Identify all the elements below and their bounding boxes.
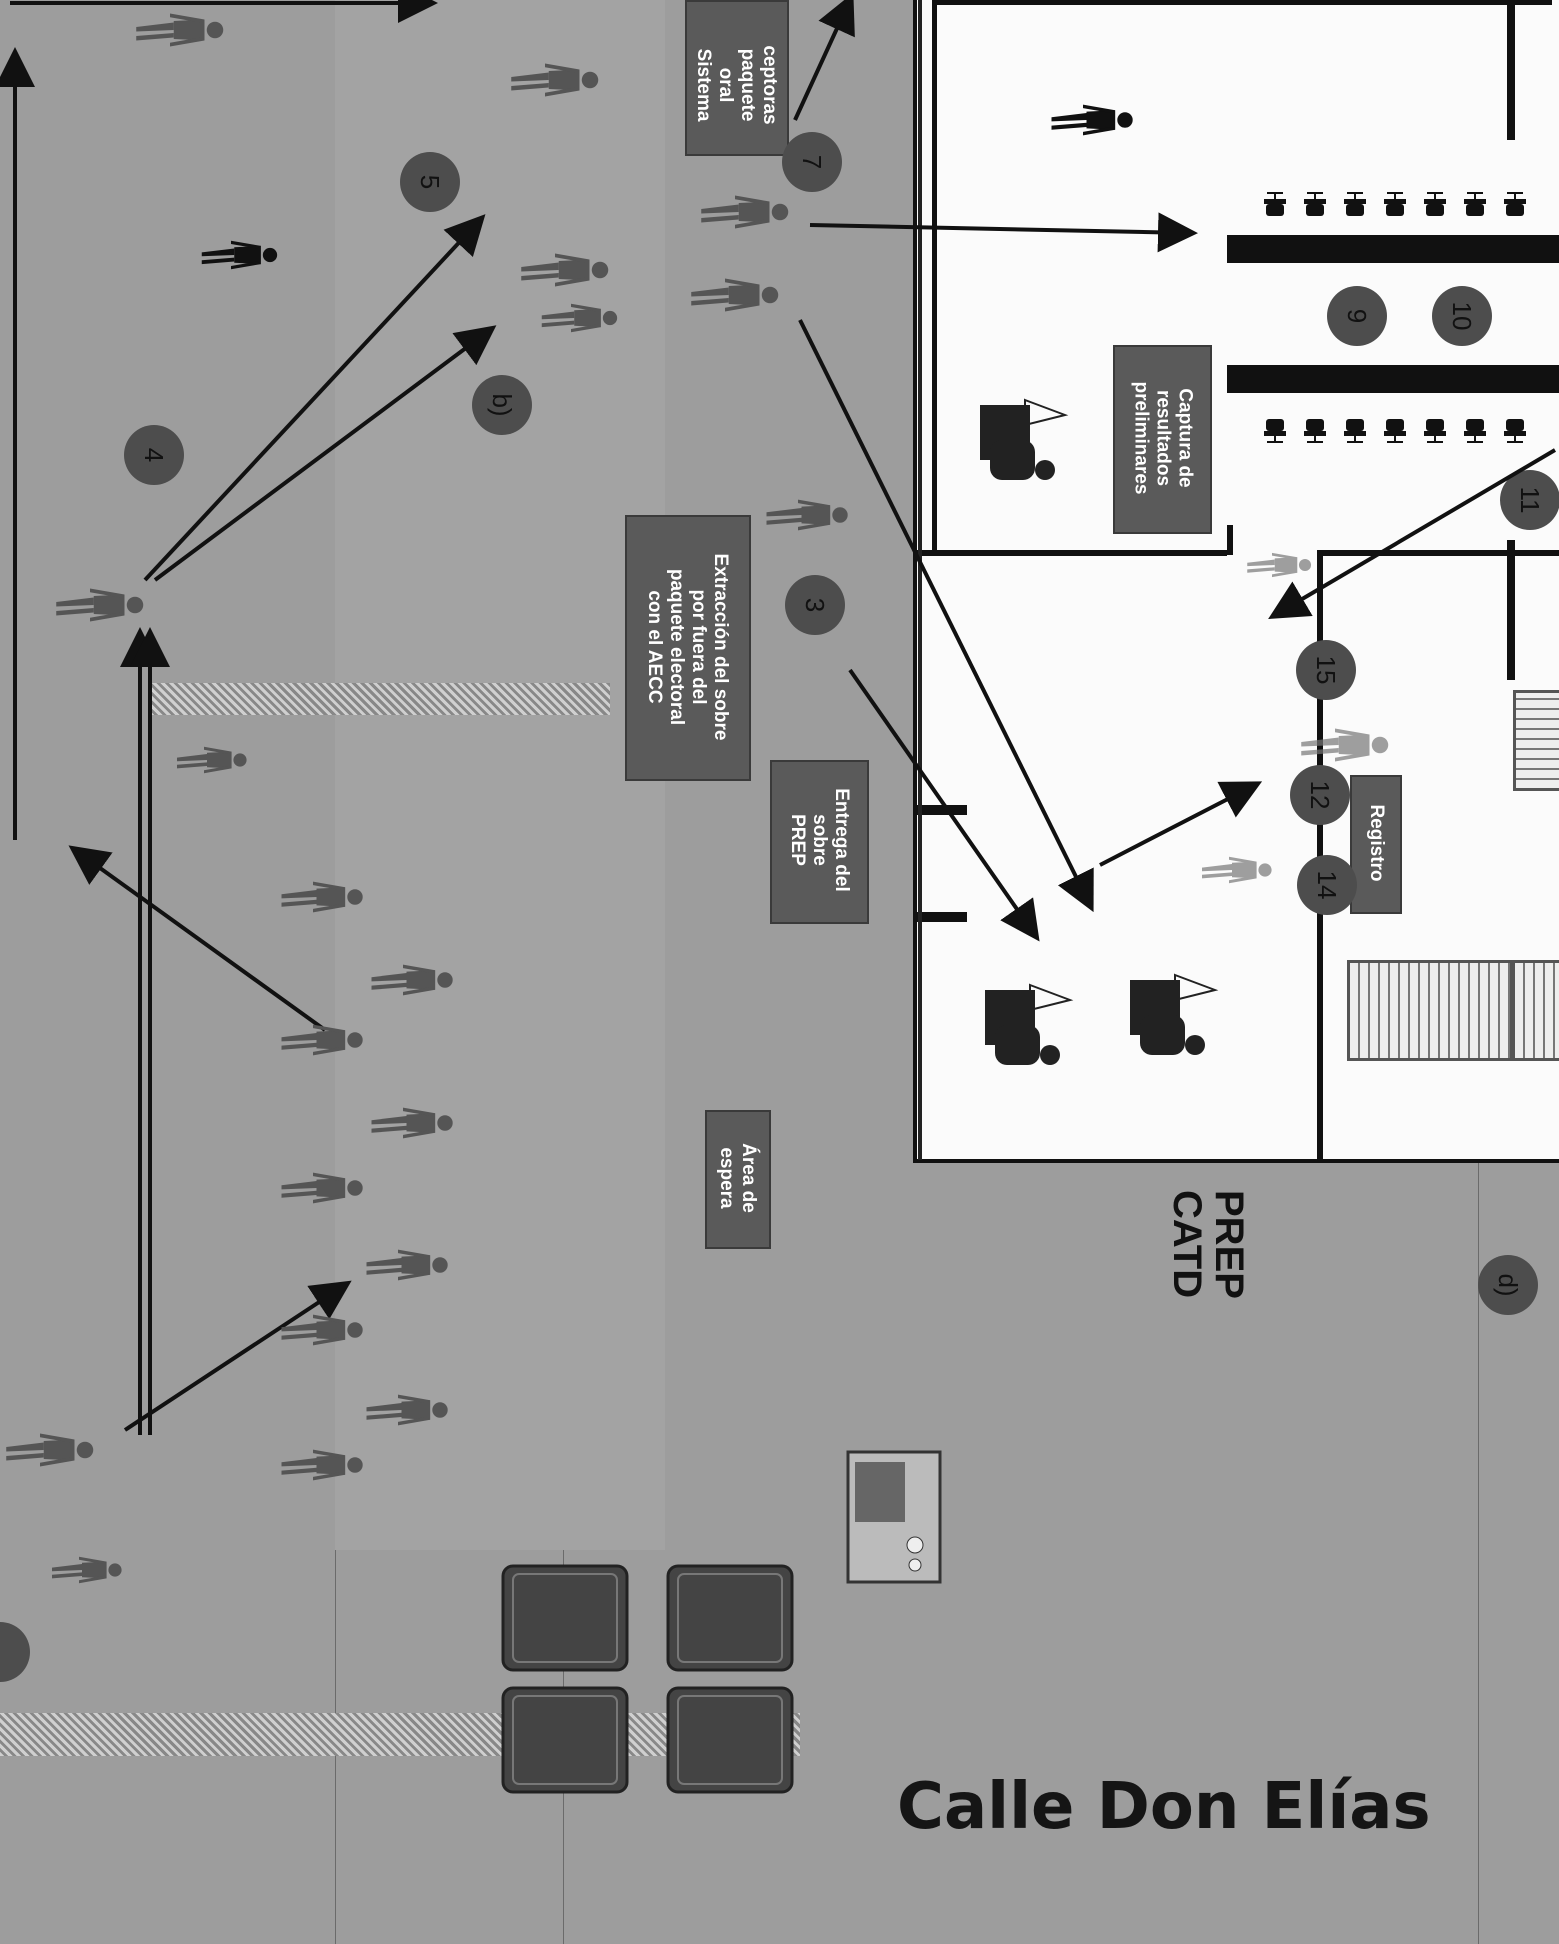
marker-3: 3	[785, 575, 845, 635]
box-captura	[1113, 345, 1212, 534]
marker-d: d)	[1478, 1255, 1538, 1315]
conference-table	[1227, 235, 1559, 263]
wall	[932, 0, 1552, 5]
box-registro	[1350, 775, 1402, 914]
wall	[917, 805, 967, 815]
marker-11: 11	[1500, 470, 1559, 530]
shelf-unit	[1512, 960, 1559, 1061]
wall	[1317, 550, 1559, 556]
marker-12: 12	[1290, 765, 1350, 825]
marker-4: 4	[124, 425, 184, 485]
wall	[918, 0, 922, 1160]
wall	[917, 550, 1227, 556]
box-extraccion	[625, 515, 751, 781]
street-name: Calle Don Elías	[897, 1770, 1431, 1844]
box-area-espera	[705, 1110, 771, 1249]
wall	[1227, 525, 1233, 555]
building	[913, 0, 1559, 1163]
marker-15: 15	[1296, 640, 1356, 700]
wall	[932, 0, 937, 550]
walkway	[335, 0, 665, 1550]
marker-9: 9	[1327, 286, 1387, 346]
marker-14: 14	[1297, 855, 1357, 915]
wall	[1507, 0, 1515, 140]
marker-b: b)	[472, 375, 532, 435]
marker-5: 5	[400, 152, 460, 212]
wall	[917, 912, 967, 922]
conference-table	[1227, 365, 1559, 393]
box-entrega	[770, 760, 869, 924]
shelf-unit	[1513, 690, 1559, 791]
shelf-unit	[1347, 960, 1513, 1061]
marker-7: 7	[782, 132, 842, 192]
marker-10: 10	[1432, 286, 1492, 346]
box-receptoras	[685, 0, 789, 156]
wall	[1507, 540, 1515, 680]
barrier-hatch	[150, 683, 610, 715]
